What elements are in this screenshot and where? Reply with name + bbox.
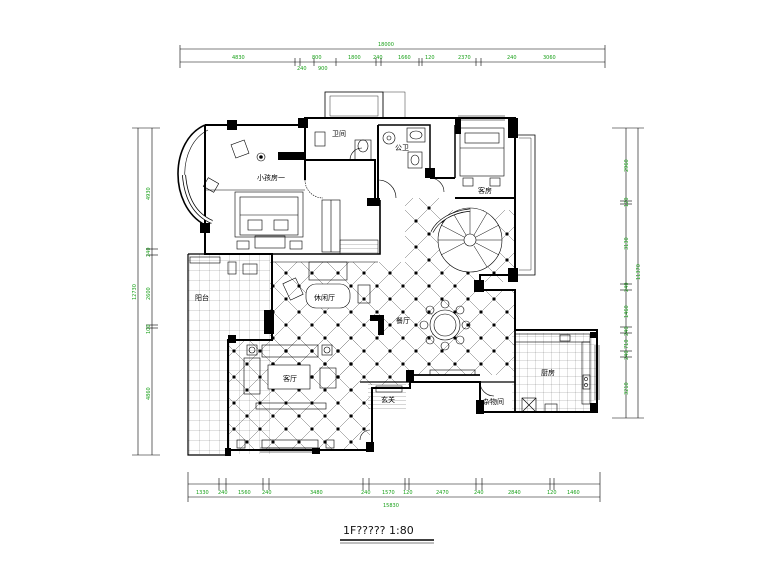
- dim-right-6: 240: [624, 326, 630, 336]
- dim-left-total: 12730: [132, 284, 138, 300]
- floor-hatches: [188, 198, 597, 454]
- label-storage: 杂物间: [483, 397, 504, 406]
- dimension-left: [132, 127, 160, 456]
- dim-top-8: 240: [507, 55, 517, 61]
- dim-left-1: 4930: [146, 187, 152, 200]
- dim-top-5: 1660: [398, 55, 411, 61]
- label-dining: 餐厅: [396, 316, 410, 325]
- dim-top-7: 2370: [458, 55, 471, 61]
- label-living: 客厅: [283, 374, 297, 383]
- dim-right-4: 240: [624, 282, 630, 292]
- dim-right-3: 3130: [624, 237, 630, 250]
- dimension-bottom: [187, 472, 601, 502]
- drawing-title-block: 1F????? 1:80: [340, 524, 434, 544]
- label-guest-room: 客房: [478, 186, 492, 195]
- dim-bottom-total: 15830: [383, 503, 399, 509]
- dim-right-7: 710: [624, 339, 630, 349]
- dim-top-1: 4830: [232, 55, 245, 61]
- room-labels: 小孩房一 卫间 公卫 客房 休闲厅 餐厅 客厅 玄关 杂物间 厨房 阳台: [195, 130, 555, 406]
- dim-bottom-12: 120: [547, 490, 557, 496]
- dim-bottom-2: 240: [218, 490, 228, 496]
- dim-right-9: 3210: [624, 382, 630, 395]
- living-floor: [228, 340, 358, 450]
- dim-bottom-8: 120: [403, 490, 413, 496]
- dim-top-3: 1800: [348, 55, 361, 61]
- dim-bottom-5: 3480: [310, 490, 323, 496]
- dim-top-2: 800: [312, 55, 322, 61]
- dim-left-4: 100: [146, 324, 152, 334]
- dim-bottom-11: 2840: [508, 490, 521, 496]
- dim-top-sub-1: 240: [297, 66, 307, 72]
- dim-bottom-3: 1560: [238, 490, 251, 496]
- dim-bottom-10: 240: [474, 490, 484, 496]
- dim-bottom-13: 1460: [567, 490, 580, 496]
- dim-bottom-1: 1330: [196, 490, 209, 496]
- dim-right-total: 11370: [636, 264, 642, 280]
- dim-top-total: 18000: [378, 42, 394, 48]
- dim-right-8: 240: [624, 350, 630, 360]
- label-wc-right: 公卫: [395, 144, 409, 152]
- label-terrace: 阳台: [195, 293, 209, 302]
- dim-right-2: 120: [624, 197, 630, 207]
- dim-right-1: 2960: [624, 159, 630, 172]
- dim-left-3: 2600: [146, 287, 152, 300]
- dimension-top: [179, 45, 606, 68]
- dimension-text: 18000 4830 800 1800 240 1660 120 2370 24…: [132, 42, 642, 509]
- label-kitchen: 厨房: [541, 368, 555, 377]
- label-leisure-hall: 休闲厅: [314, 293, 335, 302]
- label-entrance: 玄关: [381, 395, 395, 404]
- furniture: [182, 127, 591, 449]
- dim-top-sub-2: 900: [318, 66, 328, 72]
- dim-top-9: 3060: [543, 55, 556, 61]
- label-study: 小孩房一: [257, 173, 285, 182]
- dim-left-2: 240: [146, 247, 152, 257]
- dim-top-4: 240: [373, 55, 383, 61]
- drawing-title: 1F????? 1:80: [343, 524, 414, 537]
- kitchen-floor: [512, 333, 597, 413]
- dim-bottom-4: 240: [262, 490, 272, 496]
- dim-right-5: 1460: [624, 305, 630, 318]
- dim-top-6: 120: [425, 55, 435, 61]
- dim-bottom-9: 2470: [436, 490, 449, 496]
- label-wc-top: 卫间: [332, 130, 346, 138]
- dim-bottom-7: 1570: [382, 490, 395, 496]
- dim-left-5: 4860: [146, 387, 152, 400]
- dim-bottom-6: 240: [361, 490, 371, 496]
- dimension-right: [612, 127, 644, 419]
